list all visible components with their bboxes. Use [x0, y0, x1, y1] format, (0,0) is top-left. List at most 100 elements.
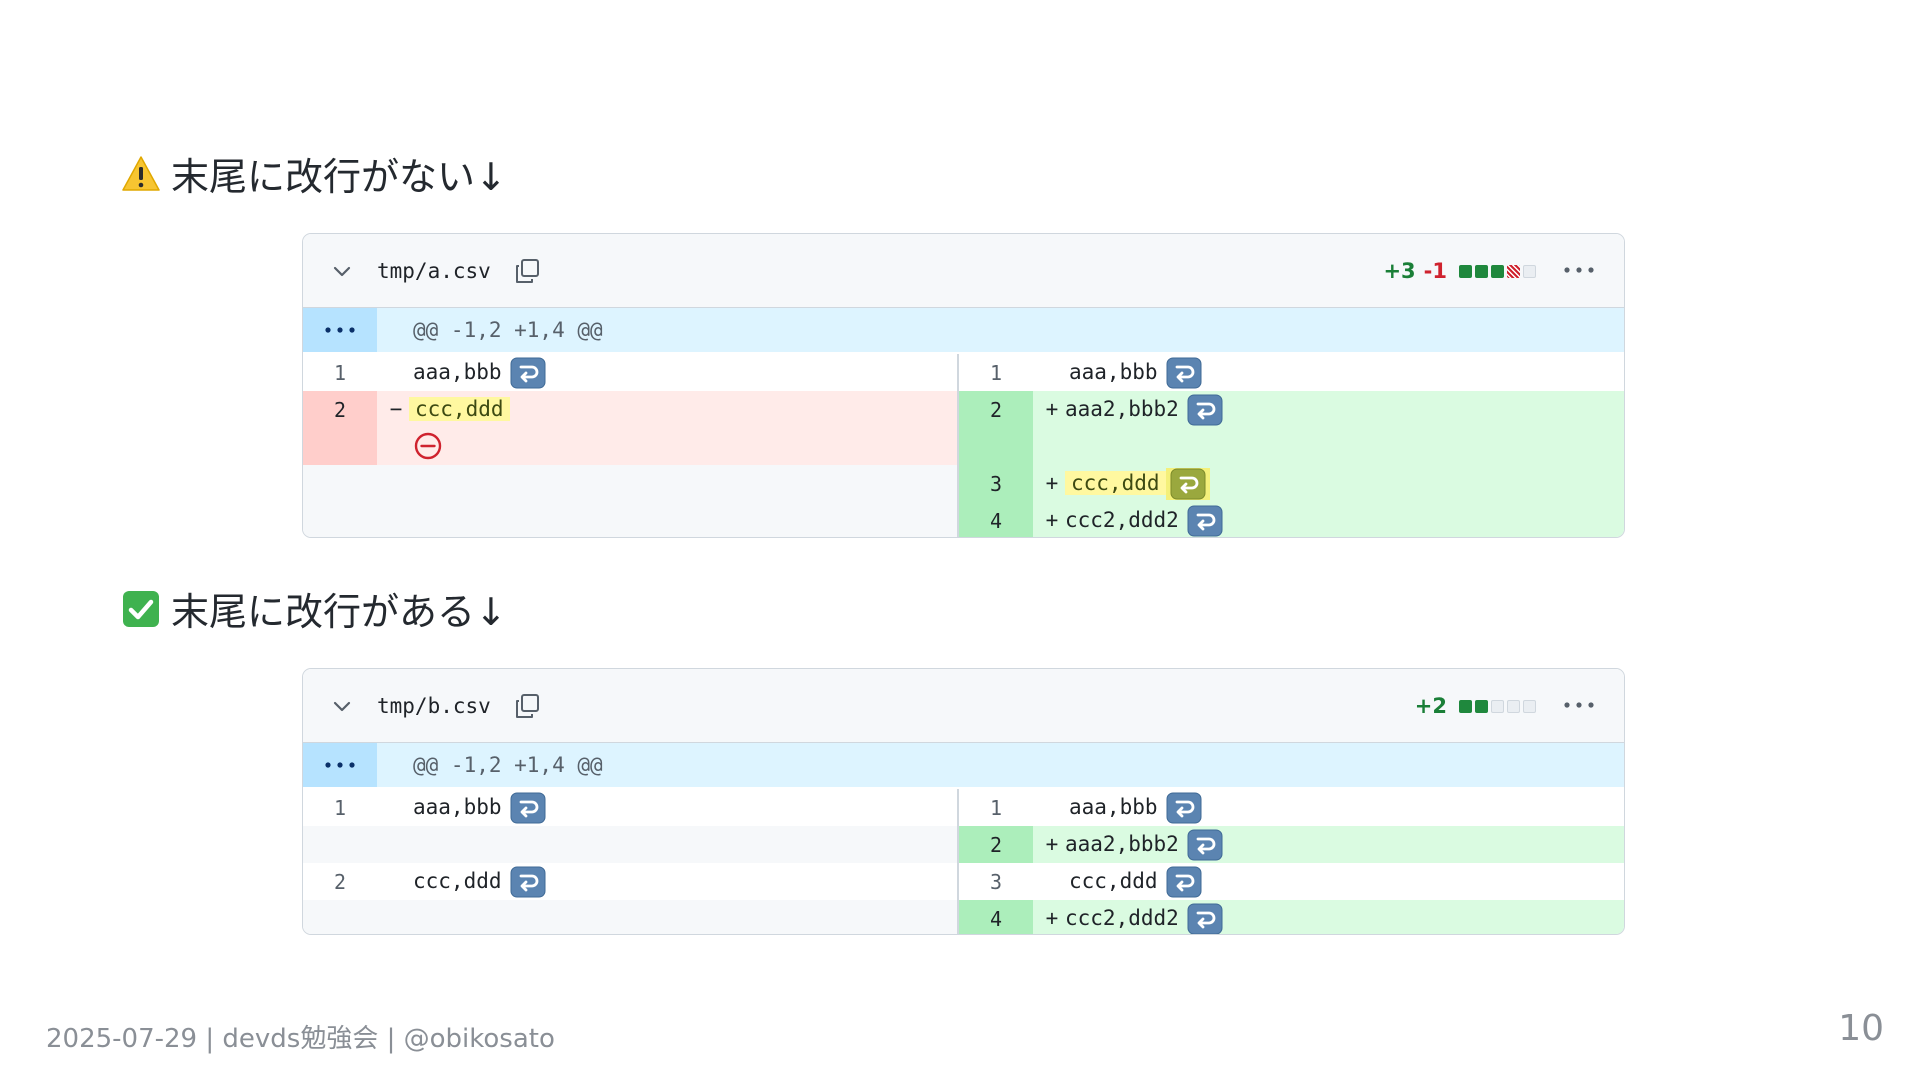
diffstat-blocks [1459, 264, 1536, 278]
diff-sign: + [1045, 397, 1059, 421]
table-row: 1 aaa,bbb [303, 354, 1624, 391]
return-icon [1166, 357, 1202, 389]
code-text: aaa,bbb [413, 795, 502, 819]
right-line-number[interactable]: 1 [989, 361, 1003, 385]
diff-stats: +2 [1415, 669, 1536, 743]
table-row: 3 + ccc,ddd [959, 465, 1624, 502]
diffstat-blocks [1459, 699, 1536, 713]
copy-icon[interactable] [513, 257, 541, 285]
return-icon [510, 866, 546, 898]
diff-body: 1 aaa,bbb 2 − ccc,ddd 1 [303, 354, 1624, 537]
diff-body: 1 aaa,bbb 2 ccc,ddd 1 aaa,bbb 2 [303, 789, 1624, 934]
copy-icon[interactable] [513, 692, 541, 720]
left-code-line: aaa,bbb [377, 354, 957, 391]
page-number: 10 [1838, 1008, 1884, 1049]
section-heading-no-newline: 末尾に改行がない↓ [121, 146, 507, 201]
table-row: 2 ccc,ddd [303, 863, 957, 900]
hunk-header: @@ -1,2 +1,4 @@ [303, 308, 1624, 352]
right-line-number[interactable]: 4 [959, 900, 1033, 934]
left-empty-filler [303, 465, 957, 537]
table-row: 2 + aaa2,bbb2 [959, 391, 1624, 465]
expand-icon[interactable] [303, 743, 377, 787]
diffstat-block-neutral [1491, 699, 1504, 713]
right-line-number[interactable]: 2 [959, 826, 1033, 863]
file-header: tmp/b.csv +2 [303, 669, 1624, 743]
left-line-number[interactable]: 2 [303, 391, 377, 465]
left-empty-filler [303, 826, 957, 863]
code-text: ccc2,ddd2 [1065, 508, 1179, 532]
left-empty-filler [303, 900, 957, 934]
diffstat-block-added [1475, 264, 1488, 278]
section-heading-text: 末尾に改行がある↓ [171, 590, 507, 634]
file-name[interactable]: tmp/b.csv [377, 693, 491, 718]
table-row: 3 ccc,ddd [959, 863, 1624, 900]
diff-stats: +3 -1 [1383, 234, 1536, 308]
right-line-number[interactable]: 4 [959, 502, 1033, 537]
diff-sign: + [1045, 906, 1059, 930]
right-code-line-added: + aaa2,bbb2 [1033, 391, 1624, 465]
diffstat-block-added [1459, 699, 1472, 713]
right-code-line-added: + ccc,ddd [1033, 465, 1624, 502]
chevron-down-icon[interactable] [331, 260, 353, 282]
right-code-line-added: + ccc2,ddd2 [1033, 900, 1624, 934]
left-line-number[interactable]: 2 [333, 870, 347, 894]
table-row: 4 + ccc2,ddd2 [959, 900, 1624, 934]
check-mark-icon [121, 589, 161, 629]
additions-count: +3 [1383, 259, 1416, 283]
diff-sign: + [1045, 471, 1059, 495]
table-row: 1 aaa,bbb [303, 789, 957, 826]
expand-icon[interactable] [303, 308, 377, 352]
split-divider [957, 354, 959, 537]
file-name[interactable]: tmp/a.csv [377, 258, 491, 283]
slide-footer: 2025-07-29 | devds勉強会 | @obikosato [46, 1024, 555, 1054]
no-newline-icon [413, 431, 443, 461]
left-code-line-deleted: − ccc,ddd [377, 391, 957, 465]
left-code-line: aaa,bbb [377, 789, 957, 826]
diff-sign: − [389, 397, 403, 421]
more-options-icon[interactable] [1562, 695, 1596, 715]
left-line-number[interactable]: 1 [333, 361, 347, 385]
highlighted-code-text: ccc,ddd [409, 397, 510, 421]
additions-count: +2 [1414, 694, 1447, 718]
diff-sign: + [1045, 832, 1059, 856]
right-line-number[interactable]: 2 [959, 391, 1033, 465]
code-text: aaa,bbb [1069, 795, 1158, 819]
right-code-line-added: + ccc2,ddd2 [1033, 502, 1624, 537]
hunk-range: @@ -1,2 +1,4 @@ [413, 318, 603, 342]
right-line-number[interactable]: 3 [959, 465, 1033, 502]
table-row: 2 − ccc,ddd [303, 391, 1624, 465]
diffstat-block-added [1491, 264, 1504, 278]
highlighted-code-text: ccc,ddd [1065, 471, 1166, 495]
more-options-icon[interactable] [1562, 260, 1596, 280]
chevron-down-icon[interactable] [331, 695, 353, 717]
right-line-number[interactable]: 1 [989, 796, 1003, 820]
return-icon [1166, 866, 1202, 898]
return-icon [1187, 505, 1223, 537]
return-icon [1166, 792, 1202, 824]
diffstat-block-neutral [1523, 699, 1536, 713]
diffstat-block-neutral [1523, 264, 1536, 278]
code-text: aaa,bbb [1069, 360, 1158, 384]
right-line-number[interactable]: 3 [989, 870, 1003, 894]
section-heading-with-newline: 末尾に改行がある↓ [121, 581, 507, 636]
code-text: ccc,ddd [413, 869, 502, 893]
left-code-line: ccc,ddd [377, 863, 957, 900]
right-code-line: aaa,bbb [1033, 789, 1624, 826]
return-icon [1187, 394, 1223, 426]
warning-icon [121, 154, 161, 194]
hunk-range: @@ -1,2 +1,4 @@ [413, 753, 603, 777]
right-code-line: aaa,bbb [1033, 354, 1624, 391]
return-icon [1187, 829, 1223, 861]
code-text: ccc,ddd [1069, 869, 1158, 893]
return-icon [510, 792, 546, 824]
code-text: aaa,bbb [413, 360, 502, 384]
code-text: ccc2,ddd2 [1065, 906, 1179, 930]
table-row: 4 + ccc2,ddd2 [959, 502, 1624, 537]
file-header: tmp/a.csv +3 -1 [303, 234, 1624, 308]
left-line-number[interactable]: 1 [333, 796, 347, 820]
return-icon [510, 357, 546, 389]
section-heading-text: 末尾に改行がない↓ [171, 155, 507, 199]
table-row: 1 aaa,bbb [959, 789, 1624, 826]
split-divider [957, 789, 959, 934]
right-code-line-added: + aaa2,bbb2 [1033, 826, 1624, 863]
